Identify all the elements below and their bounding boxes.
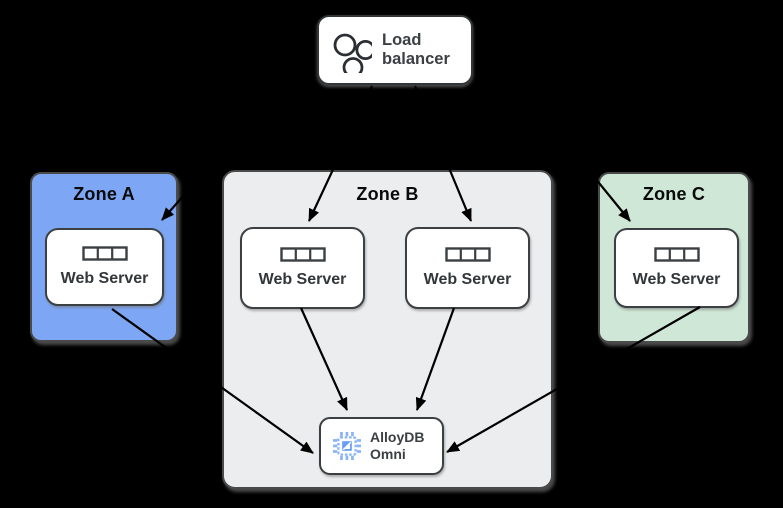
alloydb-omni-node: AlloyDB Omni [319,417,444,475]
load-balancer-label: Load balancer [382,30,450,68]
zone-b-label: Zone B [356,184,419,204]
server-strip-icon [279,247,326,262]
zone-a-label: Zone A [73,184,135,204]
load-balancer-node: Load balancer [317,15,473,85]
web-server-a-label: Web Server [60,270,149,287]
web-server-b1-label: Web Server [258,271,347,288]
zone-a: Zone A Web Server [30,172,178,342]
zone-c-label: Zone C [642,184,706,204]
web-server-b1-node: Web Server [240,227,365,309]
load-balancer-circles-icon [333,33,372,73]
web-server-c-node: Web Server [614,228,739,308]
zone-b: Zone B Web Server Web Server [222,170,553,489]
alloydb-omni-label: AlloyDB Omni [370,428,425,463]
web-server-c-label: Web Server [632,271,721,288]
zone-c: Zone C Web Server [598,172,750,343]
web-server-b2-node: Web Server [405,227,530,309]
web-server-b2-label: Web Server [423,271,512,288]
web-server-a-node: Web Server [45,228,164,306]
server-strip-icon [653,247,700,262]
server-strip-icon [444,247,491,262]
server-strip-icon [81,246,128,261]
alloydb-omni-chip-icon [333,432,361,460]
